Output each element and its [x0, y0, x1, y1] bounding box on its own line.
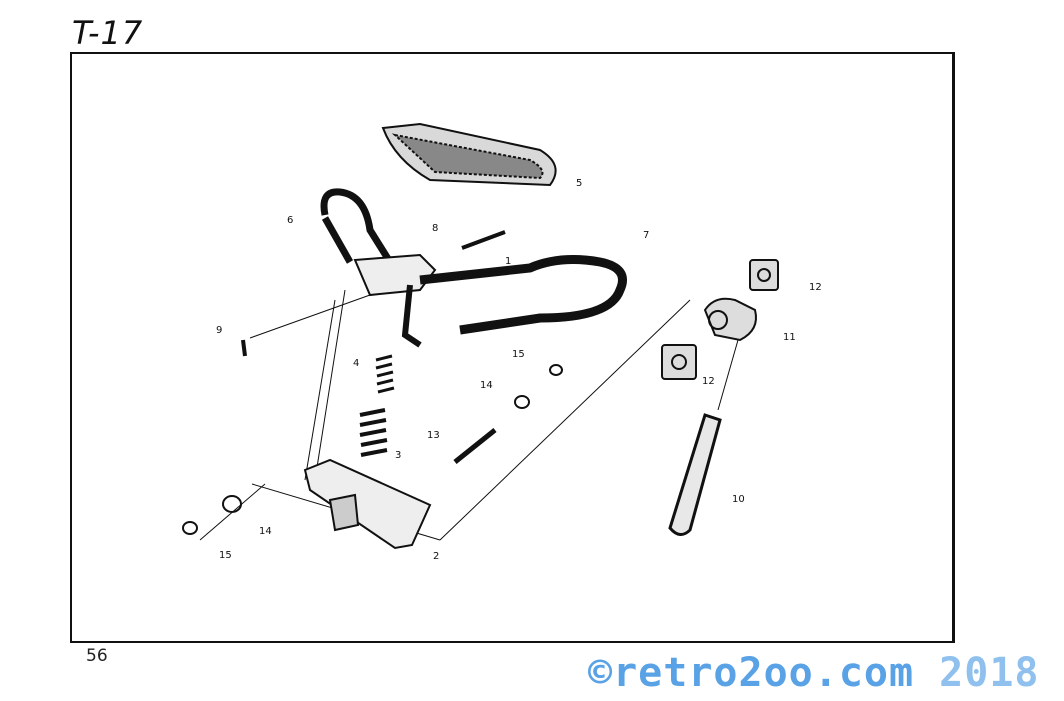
label-part-3: 3	[395, 450, 402, 461]
washer-part-14b	[222, 495, 242, 513]
tube-part-10	[668, 413, 722, 536]
diagram-frame	[70, 52, 955, 643]
watermark-text: ©retro2oo.com	[588, 650, 915, 696]
bolt-part-8	[461, 230, 506, 250]
label-part-6: 6	[287, 215, 294, 226]
handle-part-6	[320, 188, 398, 272]
washer-part-14	[514, 395, 530, 409]
label-part-14a: 14	[480, 380, 493, 391]
nut-part-15	[549, 364, 563, 376]
label-part-9: 9	[216, 325, 223, 336]
diagram-title: T-17	[72, 14, 144, 52]
label-part-4: 4	[353, 358, 360, 369]
watermark-year: 2018	[939, 650, 1040, 696]
label-part-15b: 15	[219, 550, 232, 561]
seat-bracket	[353, 253, 437, 297]
nut-part-15b	[182, 521, 198, 535]
label-part-2: 2	[433, 551, 440, 562]
label-part-11: 11	[783, 332, 796, 343]
pin-part-13	[453, 428, 497, 464]
watermark: ©retro2oo.com 2018	[588, 650, 1040, 696]
label-part-1: 1	[505, 256, 512, 267]
label-part-10: 10	[732, 494, 745, 505]
cap-part-12b	[661, 344, 697, 380]
cap-part-12a	[749, 259, 779, 291]
label-part-13: 13	[427, 430, 440, 441]
page-number: 56	[86, 646, 108, 666]
label-part-12b: 12	[702, 376, 715, 387]
label-part-12a: 12	[809, 282, 822, 293]
bar-part-7	[419, 255, 627, 335]
spring-part-4	[375, 354, 395, 394]
label-part-8: 8	[432, 223, 439, 234]
saddle-pad-part-5	[381, 122, 557, 187]
label-part-15a: 15	[512, 349, 525, 360]
clamp-part-11	[703, 297, 757, 342]
plate-part-2	[303, 458, 432, 550]
label-part-5: 5	[576, 178, 583, 189]
label-part-14b: 14	[259, 526, 272, 537]
spring-part-3	[359, 408, 388, 457]
bolt-part-9	[241, 339, 247, 357]
label-part-7: 7	[643, 230, 650, 241]
